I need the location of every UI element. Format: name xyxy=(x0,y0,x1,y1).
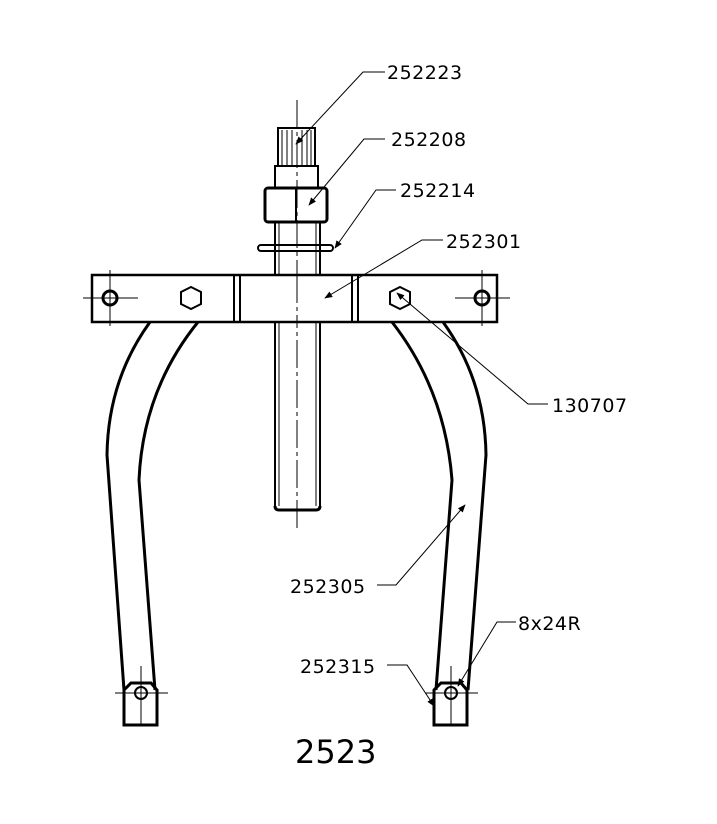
washer xyxy=(257,244,334,252)
leg-left xyxy=(105,321,200,691)
jaw-tip-right xyxy=(425,666,478,727)
hex-nut xyxy=(263,186,329,224)
callout-crossbar: 252301 xyxy=(446,231,522,253)
callout-washer: 252214 xyxy=(400,180,476,202)
crossbar-bolt-left xyxy=(180,285,202,311)
leader-lines xyxy=(295,71,548,707)
spindle-shaft xyxy=(273,222,322,512)
pivot-hole-left xyxy=(83,270,138,326)
leg-right xyxy=(390,321,488,691)
spindle-head xyxy=(277,127,316,167)
callout-jaw-tip: 252315 xyxy=(300,656,376,678)
callout-leg: 252305 xyxy=(290,576,366,598)
callout-crossbar-bolt: 130707 xyxy=(552,395,628,417)
crossbar-bolt-right xyxy=(389,285,411,311)
jaw-tip-left xyxy=(115,666,168,727)
crossbar xyxy=(90,273,499,324)
drawing-title: 2523 xyxy=(295,733,376,771)
callout-spindle-head: 252223 xyxy=(387,62,463,84)
callout-pin: 8x24R xyxy=(518,613,581,635)
pivot-hole-right xyxy=(455,270,510,326)
callout-nut: 252208 xyxy=(391,129,467,151)
